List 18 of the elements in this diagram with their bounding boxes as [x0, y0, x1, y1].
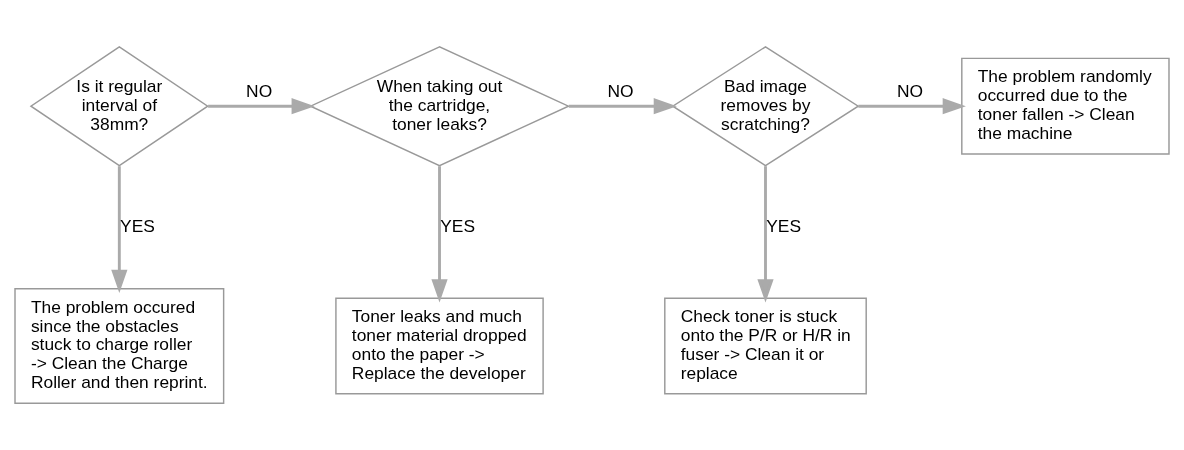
edge-label: YES: [766, 215, 801, 236]
edge-label: NO: [246, 80, 273, 101]
node-box: The problem occured since the obstacles stuck to charge roller -> Clean the Charge Roller and then reprint.: [14, 288, 225, 404]
node-diamond: Bad image removes by scratching?: [671, 45, 860, 167]
arrow: [111, 166, 128, 294]
edge-label: YES: [440, 215, 476, 236]
arrow: [858, 98, 966, 115]
arrow: [431, 166, 448, 303]
edge-label: NO: [607, 80, 634, 101]
edge-label: NO: [896, 80, 924, 101]
node-diamond: Is it regular interval of 38mm?: [29, 45, 209, 167]
node-box: Check toner is stuck onto the P/R or H/R in fuser -> Clean it or replace: [664, 297, 867, 395]
arrow: [208, 98, 315, 115]
arrow: [568, 98, 677, 115]
node-box: Toner leaks and much toner material dropped onto the paper -> Replace the developer: [335, 297, 544, 395]
arrow: [757, 166, 774, 303]
edge-label: YES: [120, 215, 155, 236]
node-box: The problem randomly occurred due to the toner fallen -> Clean the machine: [961, 57, 1170, 155]
